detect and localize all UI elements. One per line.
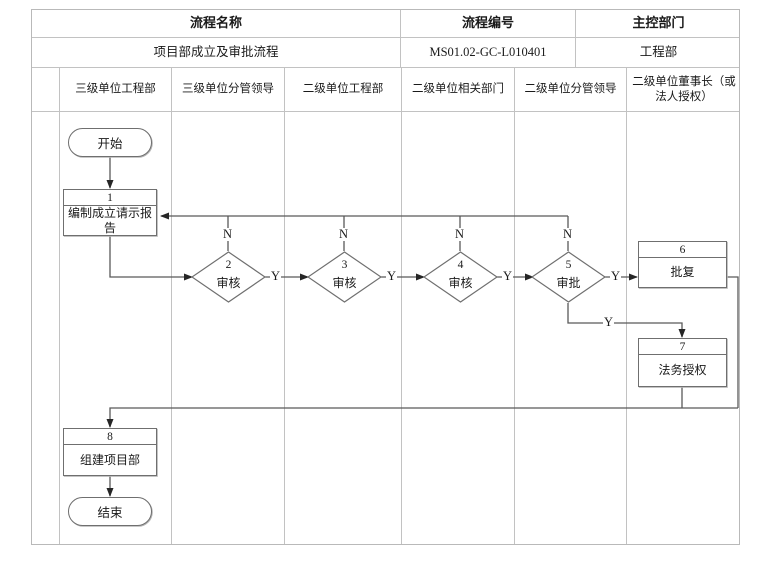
edge-label-d2-yes: Y — [270, 269, 282, 283]
value-process-code: MS01.02-GC-L010401 — [429, 44, 547, 59]
node-step-6-number: 6 — [639, 242, 726, 258]
node-step-5-number: 5 — [565, 259, 572, 271]
column-header-4: 二级单位分管领导 — [524, 83, 617, 96]
header-process-name: 流程名称 — [189, 15, 242, 31]
node-step-8[interactable]: 8 组建项目部 — [63, 428, 157, 476]
grid-vline-margin — [59, 67, 60, 544]
grid-vline-3 — [401, 67, 402, 544]
node-start[interactable]: 开始 — [68, 128, 152, 157]
grid-vline-4 — [514, 67, 515, 544]
grid-hline-3 — [32, 111, 739, 112]
grid-hline-2 — [32, 67, 739, 68]
node-step-7-label: 法务授权 — [658, 363, 707, 378]
edge-label-d2-no: N — [222, 227, 234, 241]
node-step-2-number: 2 — [225, 259, 232, 271]
node-step-3-number: 3 — [341, 259, 348, 271]
edge-label-d3-yes: Y — [386, 269, 398, 283]
column-header-3: 二级单位相关部门 — [412, 83, 504, 96]
node-step-6[interactable]: 6 批复 — [638, 241, 727, 288]
header-owner-dept: 主控部门 — [632, 15, 685, 31]
node-step-1-number: 1 — [64, 190, 156, 206]
grid-vline-hdr-1 — [400, 10, 401, 67]
edge-label-d5-yes-2: Y — [603, 315, 615, 329]
grid-vline-1 — [171, 67, 172, 544]
node-step-2-label: 审核 — [216, 276, 241, 290]
node-step-4[interactable]: 4 审核 — [423, 251, 498, 303]
value-process-name: 项目部成立及审批流程 — [153, 44, 279, 59]
node-step-1-label: 编制成立请示报告 — [67, 206, 152, 235]
column-header-2: 二级单位工程部 — [302, 83, 384, 96]
grid-vline-2 — [284, 67, 285, 544]
column-header-0: 三级单位工程部 — [75, 83, 156, 96]
node-step-4-label: 审核 — [448, 276, 473, 290]
grid-vline-5 — [626, 67, 627, 544]
node-step-3-label: 审核 — [332, 276, 357, 290]
node-step-1[interactable]: 1 编制成立请示报告 — [63, 189, 157, 236]
node-step-6-label: 批复 — [670, 265, 695, 280]
header-process-code: 流程编号 — [461, 15, 514, 31]
edge-label-d5-no: N — [562, 227, 574, 241]
node-end[interactable]: 结束 — [68, 497, 152, 526]
edge-label-d4-no: N — [454, 227, 466, 241]
node-step-8-label: 组建项目部 — [79, 452, 140, 467]
column-header-5: 二级单位董事长（或法人授权） — [632, 75, 736, 103]
node-step-5[interactable]: 5 审批 — [531, 251, 606, 303]
node-step-2[interactable]: 2 审核 — [191, 251, 266, 303]
grid-hline-1 — [32, 37, 739, 38]
edge-label-d4-yes: Y — [502, 269, 514, 283]
edge-label-d3-no: N — [338, 227, 350, 241]
grid-vline-hdr-2 — [575, 10, 576, 67]
node-step-5-label: 审批 — [556, 276, 581, 290]
node-step-3[interactable]: 3 审核 — [307, 251, 382, 303]
value-owner-dept: 工程部 — [639, 44, 678, 59]
node-step-8-number: 8 — [64, 429, 156, 445]
node-step-4-number: 4 — [457, 259, 464, 271]
node-step-7[interactable]: 7 法务授权 — [638, 338, 727, 387]
column-header-1: 三级单位分管领导 — [182, 83, 274, 96]
edge-label-d5-yes: Y — [610, 269, 622, 283]
node-step-7-number: 7 — [639, 339, 726, 355]
